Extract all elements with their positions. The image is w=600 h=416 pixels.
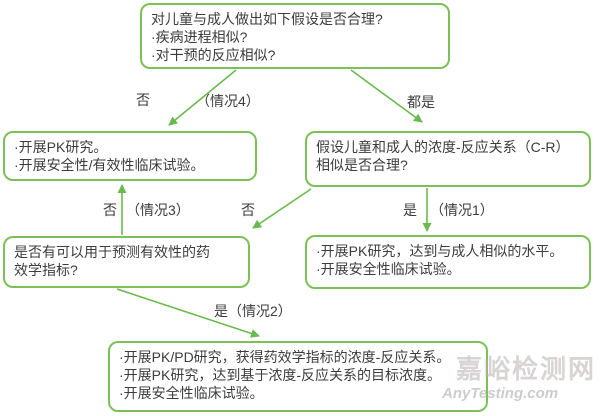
watermark-site-url: AnyTesting.com	[442, 385, 559, 402]
edge-label-no-case4: 否	[136, 92, 150, 108]
arrow-pd-to-case2	[116, 288, 260, 338]
flowchart-node-cr-question: 假设儿童和成人的浓度-反应关系（C-R） 相似是否合理?	[305, 131, 591, 187]
node-text-line: ·开展PK研究。	[14, 139, 108, 155]
node-text-line: ·开展PK研究，达到与成人相似的水平。	[316, 243, 564, 259]
node-text-line: 对儿童与成人做出如下假设是否合理?	[151, 11, 383, 27]
flowchart-node-pd-question: 是否有可以用于预测有效性的药 效学指标?	[3, 236, 250, 288]
arrow-cr-to-pd	[252, 188, 312, 229]
edge-label-case1-tag: （情况1）	[430, 202, 494, 218]
node-text-line: ·开展PK研究，达到基于浓度-反应关系的目标浓度。	[119, 367, 441, 383]
node-text-line: 是否有可以用于预测有效性的药	[14, 244, 210, 260]
flowchart-node-case4-action: ·开展PK研究。 ·开展安全性/有效性临床试验。	[3, 131, 257, 181]
node-text-line: 假设儿童和成人的浓度-反应关系（C-R）	[316, 139, 570, 155]
watermark-site-name: 嘉峪检测网	[456, 354, 597, 384]
node-text-line: ·开展安全性临床试验。	[316, 261, 461, 277]
edge-label-yes-case1: 是	[403, 202, 417, 218]
edge-label-no-to-pd: 否	[241, 202, 255, 218]
node-text-line: ·开展PK/PD研究，获得药效学指标的浓度-反应关系。	[119, 349, 451, 365]
node-text-line: 相似是否合理?	[316, 157, 408, 173]
node-text-line: ·开展安全性临床试验。	[119, 385, 264, 401]
edge-label-case4-tag: （情况4）	[196, 93, 260, 109]
flowchart-node-case2-action: ·开展PK/PD研究，获得药效学指标的浓度-反应关系。 ·开展PK研究，达到基于…	[108, 341, 488, 412]
arrow-start-to-case4	[168, 69, 237, 126]
arrow-start-to-cr	[350, 69, 423, 123]
edge-label-no-case3: 否	[103, 202, 117, 218]
edge-label-case3-tag: （情况3）	[126, 202, 190, 218]
node-text-line: ·开展安全性/有效性临床试验。	[14, 157, 205, 173]
edge-label-yes-case2: 是（情况2）	[214, 303, 292, 319]
node-text-line: 效学指标?	[14, 262, 78, 278]
edge-label-both-yes: 都是	[407, 94, 435, 110]
node-text-line: ·对干预的反应相似?	[151, 47, 276, 63]
flowchart-node-case1-action: ·开展PK研究，达到与成人相似的水平。 ·开展安全性临床试验。	[305, 235, 591, 289]
flowchart-node-start-question: 对儿童与成人做出如下假设是否合理? ·疾病进程相似? ·对干预的反应相似?	[140, 3, 450, 69]
node-text-line: ·疾病进程相似?	[151, 29, 248, 45]
